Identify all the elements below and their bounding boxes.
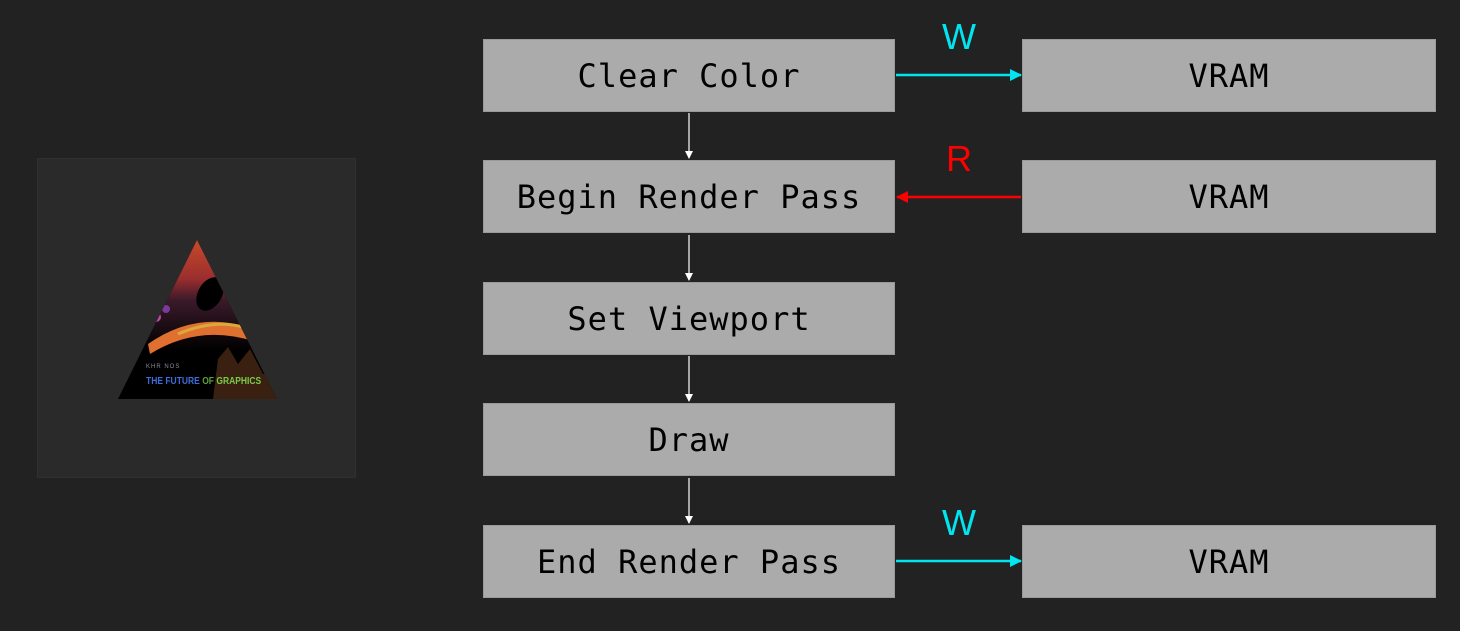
step-end-render-pass: End Render Pass [483,525,895,598]
vram-box-3: VRAM [1022,525,1436,598]
thumbnail-image: KHR NOS THE FUTURE OF GRAPHICS [37,158,356,478]
tagline-part-3: GRAPHICS [216,376,262,387]
brand-text: KHR NOS [146,364,181,370]
tagline-text: THE FUTURE OF GRAPHICS [146,376,261,387]
step-draw: Draw [483,403,895,476]
write-label-1: W [942,16,976,57]
read-label: R [946,138,972,179]
tagline-part-1: THE FUTURE [146,376,203,387]
step-clear-color: Clear Color [483,39,895,112]
vram-box-2: VRAM [1022,160,1436,233]
step-begin-render-pass: Begin Render Pass [483,160,895,233]
tagline-part-2: OF [202,376,217,387]
step-set-viewport: Set Viewport [483,282,895,355]
write-label-2: W [942,502,976,543]
vram-box-1: VRAM [1022,39,1436,112]
triangle-poster-graphic [118,240,277,399]
